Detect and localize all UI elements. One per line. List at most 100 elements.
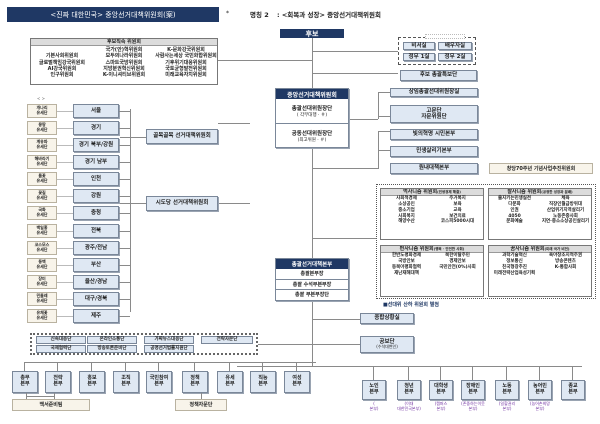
division-name: 조직 <box>121 375 131 382</box>
policy-item: 사회복지 <box>398 213 415 219</box>
white-paper-team: 백서준비팀 <box>12 399 90 411</box>
division-suffix: 본부 <box>154 381 164 387</box>
division-name: 국민참여 <box>149 375 169 382</box>
division-name: 정책 <box>190 375 200 382</box>
sub-division-suffix: 본부 <box>502 389 512 395</box>
special-team: 전략자문단 <box>201 336 253 344</box>
division-name: 여성 <box>292 375 302 382</box>
policy-item: 직장인월급방위대 <box>548 201 583 207</box>
policy-item: 재난재해대책 <box>394 270 419 276</box>
note-line: (캠퍼스 <box>434 401 448 406</box>
policy-committee-subtitle: (미래 국가 비전) <box>544 247 570 251</box>
sub-division-suffix: 본부 <box>369 389 379 395</box>
sub-division-name: 청년 <box>404 383 414 390</box>
floor-strategy-hq: 원내대책본부 <box>390 163 478 174</box>
policy-item: 경제안보 <box>449 258 466 264</box>
region-box: 부산 <box>73 258 119 272</box>
sub-division-name: 노인 <box>369 383 379 390</box>
policy-committee-subtitle: (행복 · 안전한 사회) <box>433 247 465 251</box>
policy-item: 정보통신 <box>506 258 523 264</box>
region-box: 광주/전남 <box>73 241 119 255</box>
division-name: 홍보 <box>87 375 97 382</box>
committee-cell: 기후위기대응위원회 <box>165 59 207 66</box>
division-suffix: 본부 <box>190 381 200 387</box>
policy-committee-subtitle: (민생경제 해결) <box>437 190 461 194</box>
note-line: 대한민국본부) <box>397 405 421 411</box>
team-name: 동백 <box>38 259 46 265</box>
team-name: 유채꽃 <box>36 310 48 316</box>
team-type: 유세단 <box>36 230 48 235</box>
team-type: 유세단 <box>36 161 48 166</box>
region-box: 충청 <box>73 206 119 220</box>
sub-division-suffix: 본부 <box>404 389 414 395</box>
team-type: 유세단 <box>36 298 48 303</box>
committee-cell: 스마트국방위원회 <box>105 59 143 66</box>
name-value: : <회복과 성장> 중앙선거대책위원회 <box>277 11 382 19</box>
special-team: 국제협력단 <box>36 345 86 353</box>
policy-item: 산업위기지역살리기 <box>546 207 585 213</box>
division-name: 전략 <box>53 375 63 382</box>
policy-item: 코스피5000시대 <box>440 219 475 225</box>
situation-room: 종합상황실 <box>360 313 414 324</box>
policy-item: 사회적경제 <box>396 196 417 201</box>
committee-cell: K-문화강국위원회 <box>167 47 205 53</box>
policy-item: 인권 <box>510 207 519 213</box>
division-suffix: 본부 <box>292 381 302 387</box>
policy-item: 소상공인 <box>398 201 415 207</box>
division-suffix: 본부 <box>53 381 63 387</box>
policy-item: 방송콘텐츠 <box>555 258 576 264</box>
policy-item: 북한이탈주민 <box>445 253 470 258</box>
co-chairs-sub: (최고위원 · ＃) <box>297 137 327 143</box>
team-type: 유세단 <box>36 127 48 132</box>
policy-item: K-통합사회 <box>554 264 577 270</box>
candidate-box: 후보 <box>280 29 344 38</box>
policy-committee-title: 먹사니즘 위원회 <box>403 189 438 195</box>
team-type: 유세단 <box>36 247 48 252</box>
committee-cell: 국토균형발전위원회 <box>165 65 207 72</box>
policy-item: 주거복지 <box>449 196 466 201</box>
policy-item: 지연·중소소상공인살리기 <box>541 219 590 225</box>
committee-cell: AI강국위원회 <box>47 65 77 72</box>
hq-deputies: 총괄 부본부장단 <box>295 292 329 298</box>
team-name: 꽃길 <box>38 190 46 196</box>
team-type: 유세단 <box>36 195 48 200</box>
committee-cell: 인구위원회 <box>50 72 74 78</box>
division-suffix: 본부 <box>258 381 268 387</box>
political-office-2: 정무 2실 <box>438 53 472 61</box>
chief-chairs-sub: ( 각무대행 · ＃) <box>296 113 328 118</box>
region-box: 제주 <box>73 309 119 323</box>
policy-item: 과학기술혁신 <box>502 253 527 258</box>
note-line: ( <box>373 401 375 406</box>
provincial-committee: 시도당 선거대책위원회 <box>146 196 218 211</box>
note-line: (농어촌희망 <box>530 401 550 406</box>
chief-chairs: 총괄선대위원장단 <box>291 106 333 112</box>
special-team: 방송토론준비단 <box>87 345 137 353</box>
note-line: (일할권리 <box>498 401 516 406</box>
central-committee: 중앙선거대책위원회 총괄선대위원장단 ( 각무대행 · ＃) 공동선대위원장단 … <box>275 88 349 148</box>
policy-item: 4050 <box>508 213 521 219</box>
sub-division-name: 종교 <box>568 383 578 390</box>
sub-division-suffix: 본부 <box>436 389 446 395</box>
region-box: 경기 <box>73 121 119 135</box>
hq-chief: 총괄본부장 <box>276 269 348 280</box>
policy-committee-title: 펀사니즘 위원회 <box>399 246 434 252</box>
policy-item: 다문화 <box>508 201 521 207</box>
policy-item: 보육 <box>453 201 462 207</box>
